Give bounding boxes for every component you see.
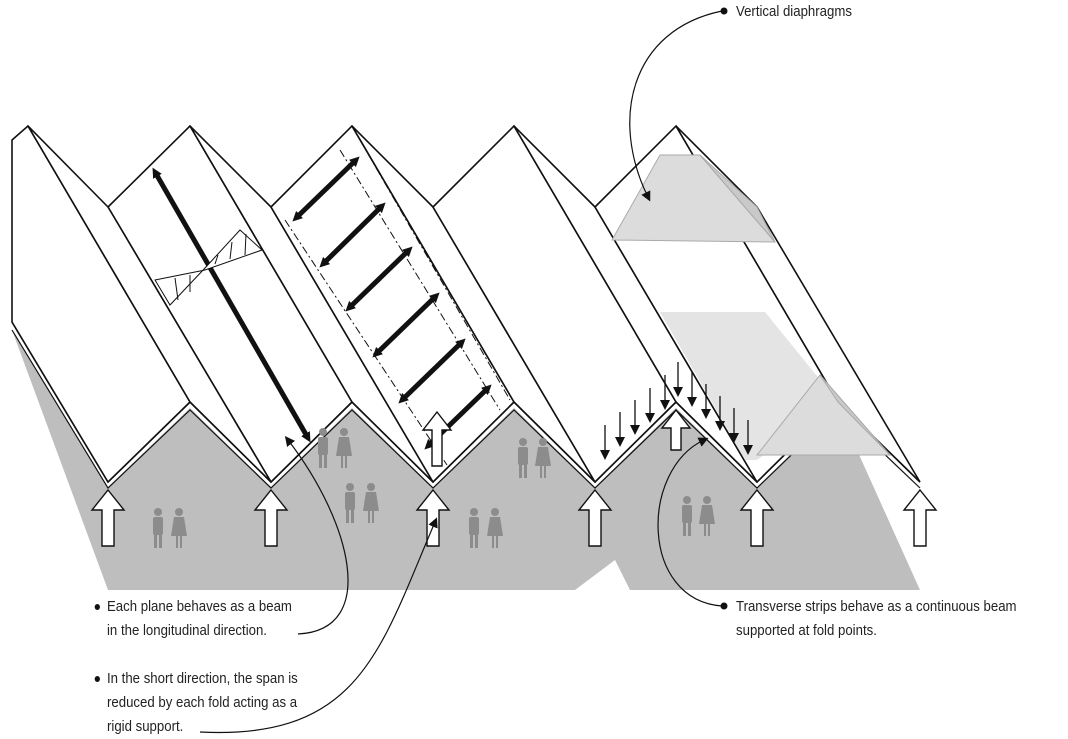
moment-diagram — [154, 229, 263, 306]
bullet-icon — [94, 604, 100, 610]
load-arrows — [600, 362, 753, 460]
callout-transverse-strips: Transverse strips behave as a continuous… — [736, 595, 1017, 643]
callout-short-direction: In the short direction, the span is redu… — [94, 667, 298, 739]
callout-text: supported at fold points. — [736, 622, 877, 639]
callout-longitudinal-beam: Each plane behaves as a beam in the long… — [94, 595, 292, 643]
longitudinal-span-arrow — [152, 167, 311, 443]
person-icon — [153, 428, 715, 548]
leader-lines — [199, 10, 723, 734]
floor-section — [12, 330, 920, 590]
callout-vertical-diaphragms: Vertical diaphragms — [736, 0, 852, 24]
callout-text: in the longitudinal direction. — [107, 622, 267, 639]
callout-text: In the short direction, the span is — [107, 670, 298, 687]
callout-text: Transverse strips behave as a continuous… — [736, 598, 1017, 615]
callout-text: reduced by each fold acting as a — [107, 694, 298, 711]
bullet-icon — [94, 676, 100, 682]
callout-text: rigid support. — [107, 718, 184, 735]
diaphragm-module — [593, 124, 921, 484]
callout-text: Vertical diaphragms — [736, 3, 852, 20]
callout-text: Each plane behaves as a beam — [107, 598, 292, 615]
